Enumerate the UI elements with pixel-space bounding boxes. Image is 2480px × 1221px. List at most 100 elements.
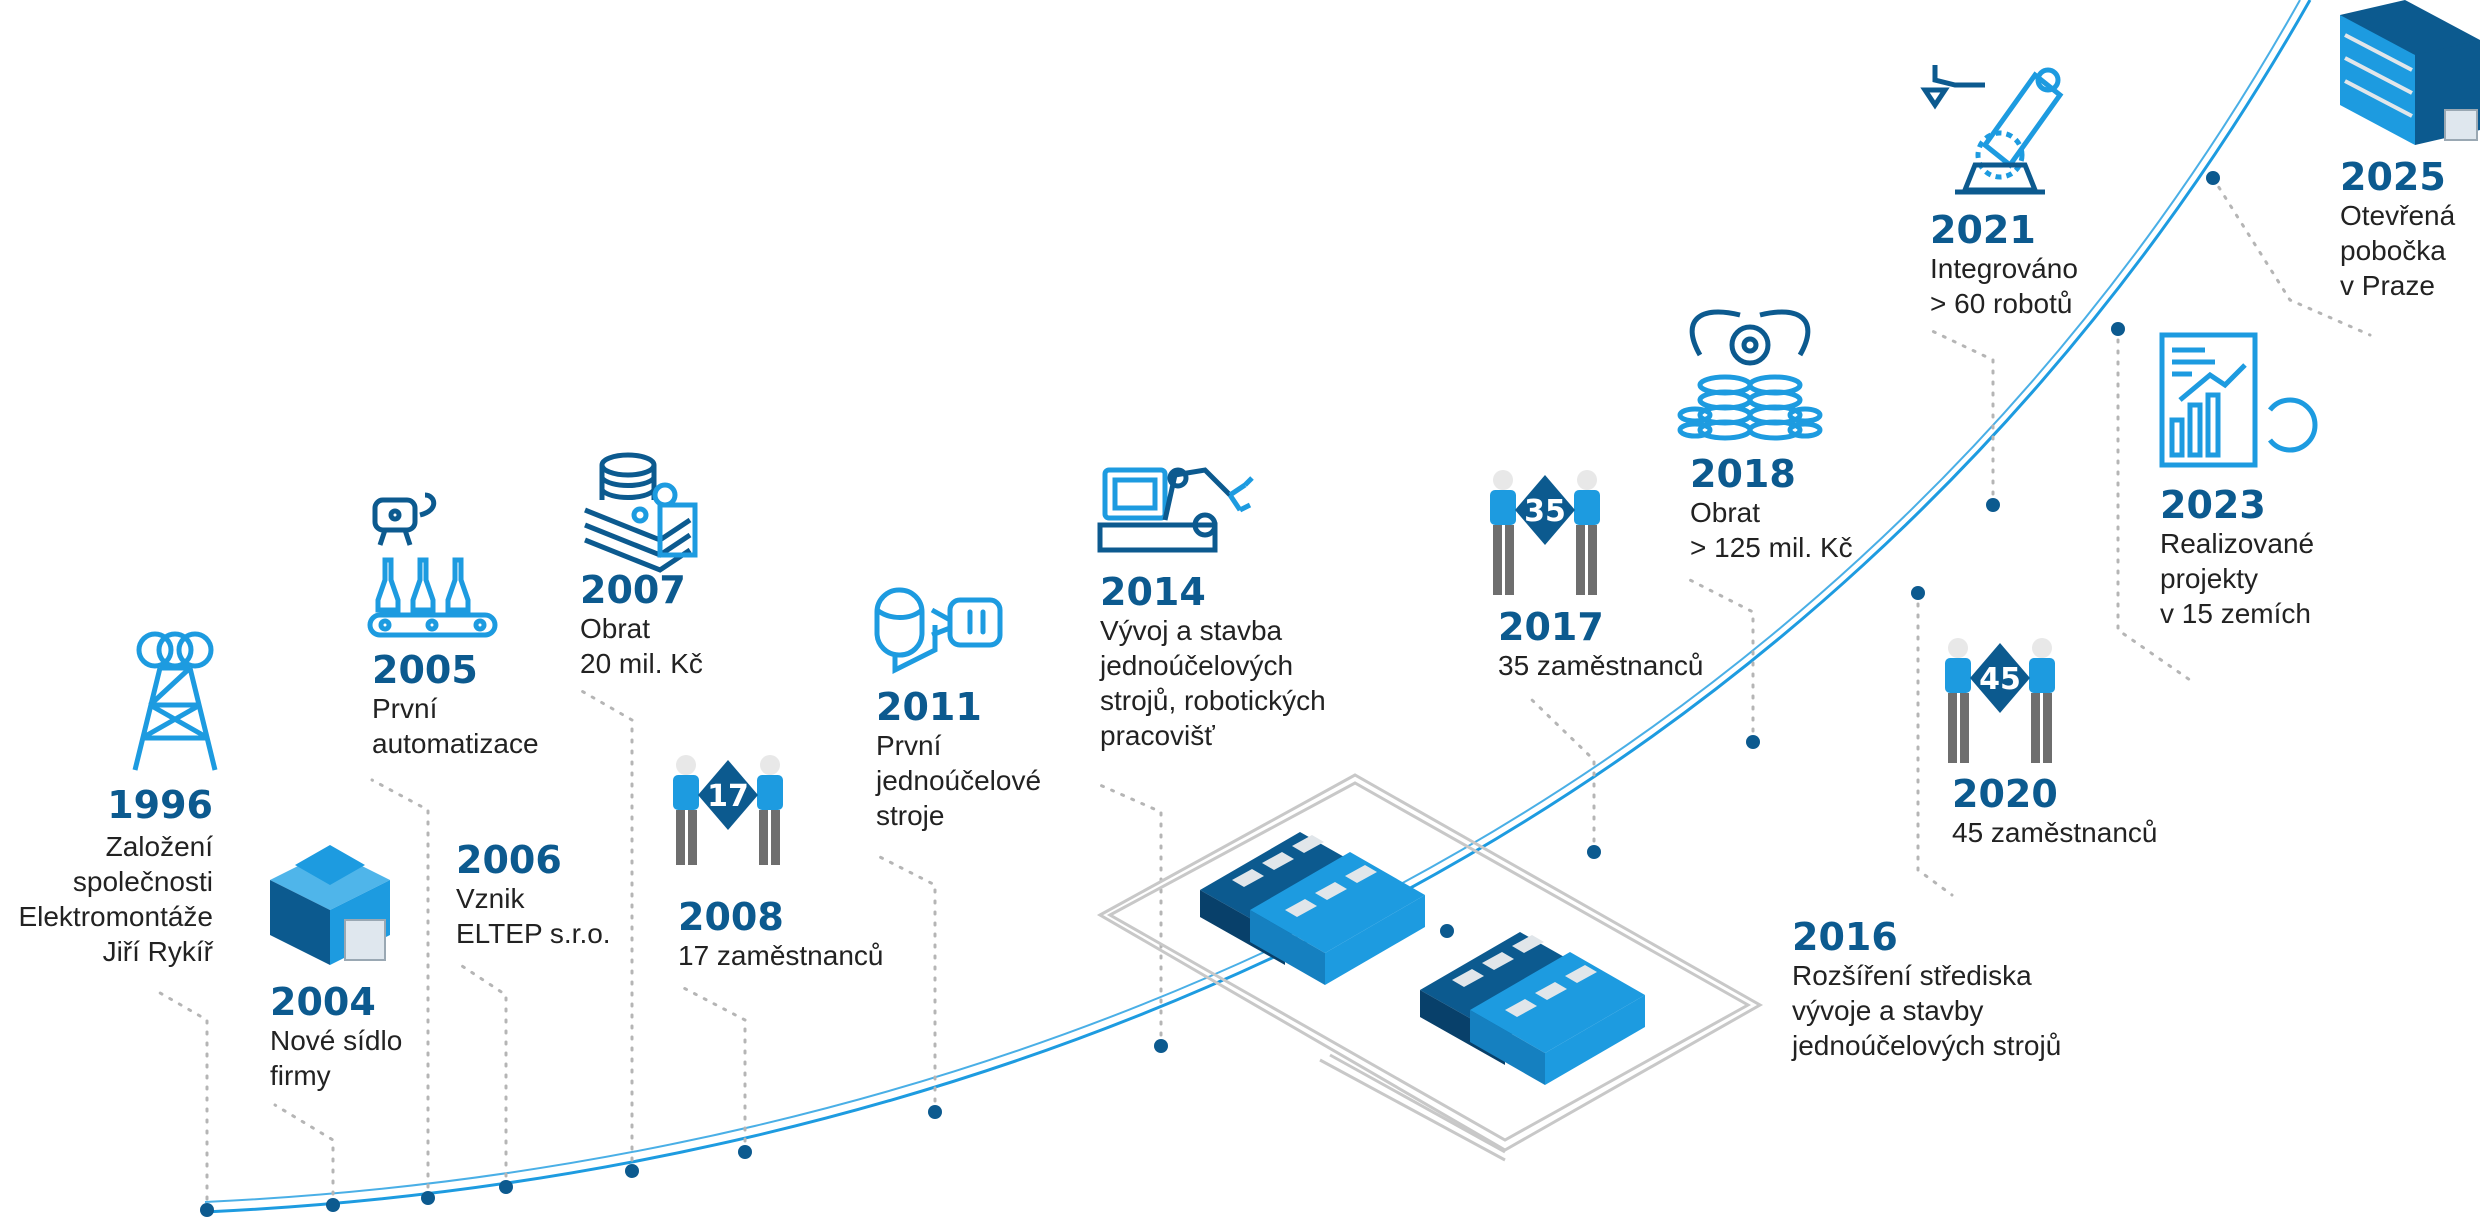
office-building-icon — [2340, 0, 2480, 145]
money-gears-icon — [1677, 309, 1823, 441]
milestone-year: 2023 — [2160, 483, 2266, 527]
connector-line — [1928, 328, 1995, 507]
milestone-line: Obrat — [580, 613, 650, 644]
milestone-2005: 2005 První automatizace — [372, 648, 539, 759]
milestone-line: Otevřená — [2340, 200, 2456, 231]
milestone-year: 2005 — [372, 648, 478, 692]
milestone-line: společnosti — [73, 866, 213, 897]
milestone-year: 2018 — [1690, 452, 1796, 496]
timeline-node — [2111, 322, 2125, 336]
milestone-line: Jiří Rykíř — [103, 936, 214, 967]
milestone-2016: 2016 Rozšíření střediska vývoje a stavby… — [1791, 915, 2061, 1061]
milestone-line: jednoúčelových strojů — [1791, 1030, 2061, 1061]
workers-icon: 35 — [1490, 470, 1600, 595]
milestone-line: Elektromontáže — [18, 901, 213, 932]
connector-line — [1530, 698, 1596, 854]
connector-line — [1688, 578, 1755, 744]
timeline-node — [738, 1145, 752, 1159]
milestone-2020: 2020 45 zaměstnanců — [1952, 772, 2157, 848]
transmission-tower-icon — [132, 631, 218, 771]
workers-count-2020: 45 — [1979, 662, 2021, 697]
timeline-node — [1587, 845, 1601, 859]
conveyor-bottles-icon — [367, 492, 498, 638]
connector-line — [2211, 176, 2372, 337]
milestone-line: Nové sídlo — [270, 1025, 402, 1056]
milestone-line: projekty — [2160, 563, 2258, 594]
timeline-node — [421, 1191, 435, 1205]
workers-icon: 17 — [673, 755, 783, 865]
milestone-year: 1996 — [107, 783, 213, 827]
milestone-line: První — [876, 730, 942, 761]
milestone-line: > 60 robotů — [1930, 288, 2072, 319]
connector-lines — [153, 176, 2372, 1212]
workers-count-2008: 17 — [707, 779, 749, 814]
milestone-2018: 2018 Obrat > 125 mil. Kč — [1690, 452, 1853, 563]
timeline-nodes — [200, 171, 2220, 1217]
timeline-node — [1154, 1039, 1168, 1053]
timeline-node — [1986, 498, 2000, 512]
milestone-line: Vznik — [456, 883, 525, 914]
timeline-node — [2206, 171, 2220, 185]
milestone-2021: 2021 Integrováno > 60 robotů — [1930, 208, 2078, 319]
milestone-line: Založení — [106, 831, 214, 862]
milestone-line: firmy — [270, 1060, 331, 1091]
milestone-year: 2017 — [1498, 605, 1604, 649]
milestone-line: Obrat — [1690, 497, 1760, 528]
timeline-node — [928, 1105, 942, 1119]
milestone-line: v 15 zemích — [2160, 598, 2311, 629]
connector-line — [1916, 591, 1954, 897]
milestone-year: 2014 — [1100, 570, 1206, 614]
milestone-2006: 2006 Vznik ELTEP s.r.o. — [456, 838, 611, 949]
milestone-year: 2007 — [580, 568, 686, 612]
timeline-node — [200, 1203, 214, 1217]
milestone-year: 2025 — [2340, 155, 2446, 199]
milestone-line: pracovišť — [1100, 720, 1215, 751]
report-chart-icon — [2159, 332, 2318, 468]
milestone-line: 35 zaměstnanců — [1498, 650, 1703, 681]
milestone-line: 45 zaměstnanců — [1952, 817, 2157, 848]
milestone-line: První — [372, 693, 438, 724]
milestone-2025: 2025 Otevřená pobočka v Praze — [2340, 155, 2456, 301]
milestone-line: strojů, robotických — [1100, 685, 1326, 716]
milestone-line: > 125 mil. Kč — [1690, 532, 1853, 563]
milestone-2008: 2008 17 zaměstnanců — [678, 895, 883, 971]
timeline-node — [1746, 735, 1760, 749]
milestone-line: Integrováno — [1930, 253, 2078, 284]
timeline-node — [625, 1164, 639, 1178]
milestone-year: 2004 — [270, 980, 376, 1024]
milestone-1996: 1996 Založení společnosti Elektromontáže… — [18, 783, 213, 967]
milestone-2007: 2007 Obrat 20 mil. Kč — [580, 568, 703, 679]
workers-icon: 45 — [1945, 638, 2055, 763]
milestone-2023: 2023 Realizované projekty v 15 zemích — [2160, 483, 2314, 629]
milestone-2011: 2011 První jednoúčelové stroje — [875, 685, 1041, 831]
milestone-line: jednoúčelové — [875, 765, 1041, 796]
connector-line — [874, 853, 937, 1114]
milestone-line: jednoúčelových — [1099, 650, 1293, 681]
connector-line — [1098, 783, 1163, 1048]
timeline-node — [499, 1180, 513, 1194]
milestone-year: 2011 — [876, 685, 982, 729]
connector-line — [2116, 327, 2192, 682]
milestone-line: Rozšíření střediska — [1792, 960, 2032, 991]
milestone-line: v Praze — [2340, 270, 2435, 301]
milestone-line: ELTEP s.r.o. — [456, 918, 611, 949]
machine-icon — [874, 587, 1003, 675]
building-icon — [270, 845, 390, 965]
milestone-line: Realizované — [2160, 528, 2314, 559]
milestone-2014: 2014 Vývoj a stavba jednoúčelových stroj… — [1099, 570, 1326, 751]
milestone-line: pobočka — [2340, 235, 2446, 266]
milestone-year: 2021 — [1930, 208, 2036, 252]
milestone-year: 2016 — [1792, 915, 1898, 959]
milestone-line: Vývoj a stavba — [1100, 615, 1283, 646]
connector-line — [370, 778, 430, 1200]
robotic-workstation-icon — [1097, 467, 1254, 553]
milestone-line: stroje — [876, 800, 944, 831]
milestone-line: 17 zaměstnanců — [678, 940, 883, 971]
coins-stack-icon — [584, 452, 698, 573]
milestone-line: automatizace — [372, 728, 539, 759]
connector-line — [454, 960, 508, 1189]
timeline-node — [1440, 924, 1454, 938]
connector-line — [153, 988, 209, 1212]
timeline-node — [326, 1198, 340, 1212]
